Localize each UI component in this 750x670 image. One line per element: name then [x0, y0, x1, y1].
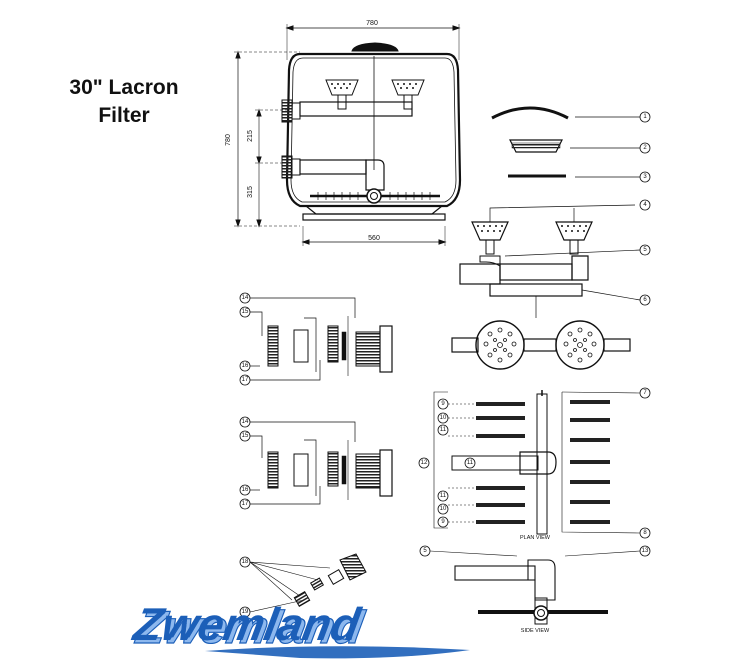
callout-16-lower: 16: [242, 487, 249, 493]
side-view-label: SIDE VIEW: [521, 628, 550, 634]
zwemland-logo: Zwemland Zwemland: [128, 598, 470, 659]
callout-9-bottom: 9: [441, 519, 445, 525]
filter-tank: [234, 24, 462, 246]
logo-text-shadow: Zwemland: [131, 601, 369, 653]
logo-wave: [205, 646, 470, 659]
callouts-valves: [239, 292, 251, 510]
drain-parts: [249, 553, 367, 613]
callout-10-top: 10: [440, 415, 447, 421]
title-line-1: 30" Lacron: [69, 76, 179, 99]
title-line-2: Filter: [98, 104, 150, 127]
callout-4: 4: [643, 202, 647, 208]
callout-15-upper: 15: [242, 309, 249, 315]
lid-parts: [451, 106, 641, 370]
callout-10-bottom: 10: [440, 506, 447, 512]
valve-assembly-upper: [250, 297, 393, 381]
logo-text: Zwemland: [128, 598, 366, 650]
dim-width-top: 780: [366, 20, 378, 27]
callout-19-circle: [239, 606, 251, 618]
callout-16-upper: 16: [242, 363, 249, 369]
callout-1: 1: [643, 114, 647, 120]
dim-height-left: 780: [225, 134, 232, 146]
dim-lower-height: 315: [247, 186, 254, 198]
dim-base-width: 560: [368, 235, 380, 242]
callout-14-lower: 14: [242, 419, 249, 425]
callout-15-lower: 15: [242, 433, 249, 439]
callout-9-top: 9: [441, 401, 445, 407]
callout-11-center: 11: [467, 460, 474, 466]
callout-11-top: 11: [440, 427, 447, 433]
callout-5-side: 5: [423, 548, 427, 554]
callout-2: 2: [643, 145, 647, 151]
callout-5-side-circle: [419, 545, 431, 557]
callout-3: 3: [643, 174, 647, 180]
callout-12: 12: [421, 460, 428, 466]
callout-8: 8: [643, 530, 647, 536]
callout-11-bottom: 11: [440, 493, 447, 499]
callout-6: 6: [643, 297, 647, 303]
callout-18-circle: [239, 556, 251, 568]
callout-18: 18: [242, 559, 249, 565]
callout-5: 5: [643, 247, 647, 253]
callout-17-upper: 17: [242, 377, 249, 383]
callout-19: 19: [242, 609, 249, 615]
callout-14-upper: 14: [242, 295, 249, 301]
callout-7: 7: [643, 390, 647, 396]
plan-view-laterals: [433, 390, 641, 535]
dim-upper-height: 215: [247, 130, 254, 142]
callout-17-lower: 17: [242, 501, 249, 507]
callouts-plan: [418, 398, 476, 528]
callout-13: 13: [642, 548, 649, 554]
valve-assembly-lower: [250, 421, 393, 505]
plan-view-label: PLAN VIEW: [520, 535, 551, 541]
side-view: [429, 550, 641, 625]
diagram-title: 30" Lacron Filter: [44, 74, 204, 130]
